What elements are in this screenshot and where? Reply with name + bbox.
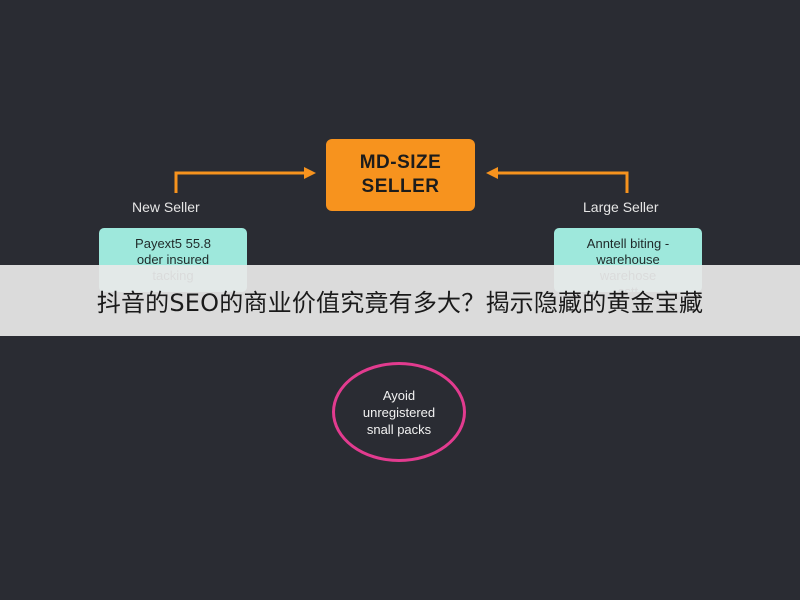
- note-line: oder insured: [136, 252, 210, 267]
- mid-size-seller-node: MD-SIZE SELLER: [326, 139, 475, 211]
- arrowhead-left: [304, 167, 316, 179]
- note-line: Anntell biting -: [586, 236, 670, 251]
- circle-line: Ayoid: [382, 387, 416, 403]
- arrow-right-to-center: [494, 171, 629, 193]
- circle-line: unregistered: [362, 404, 436, 420]
- banner-title: 抖音的SEO的商业价值究竟有多大？揭示隐藏的黄金宝藏: [96, 289, 704, 317]
- new-seller-label: New Seller: [132, 199, 200, 215]
- arrow-left-to-center: [174, 171, 308, 193]
- center-line-1: MD-SIZE: [359, 152, 442, 173]
- circle-line: snall packs: [366, 421, 432, 437]
- note-line: Payext5 55.8: [135, 236, 211, 251]
- note-line: warehouse: [596, 252, 660, 267]
- title-banner: 抖音的SEO的商业价值究竟有多大？揭示隐藏的黄金宝藏: [0, 265, 800, 336]
- large-seller-label: Large Seller: [583, 199, 659, 215]
- arrowhead-right: [486, 167, 498, 179]
- center-line-2: SELLER: [361, 176, 440, 197]
- avoid-small-packs-circle: Ayoid unregistered snall packs: [332, 362, 466, 462]
